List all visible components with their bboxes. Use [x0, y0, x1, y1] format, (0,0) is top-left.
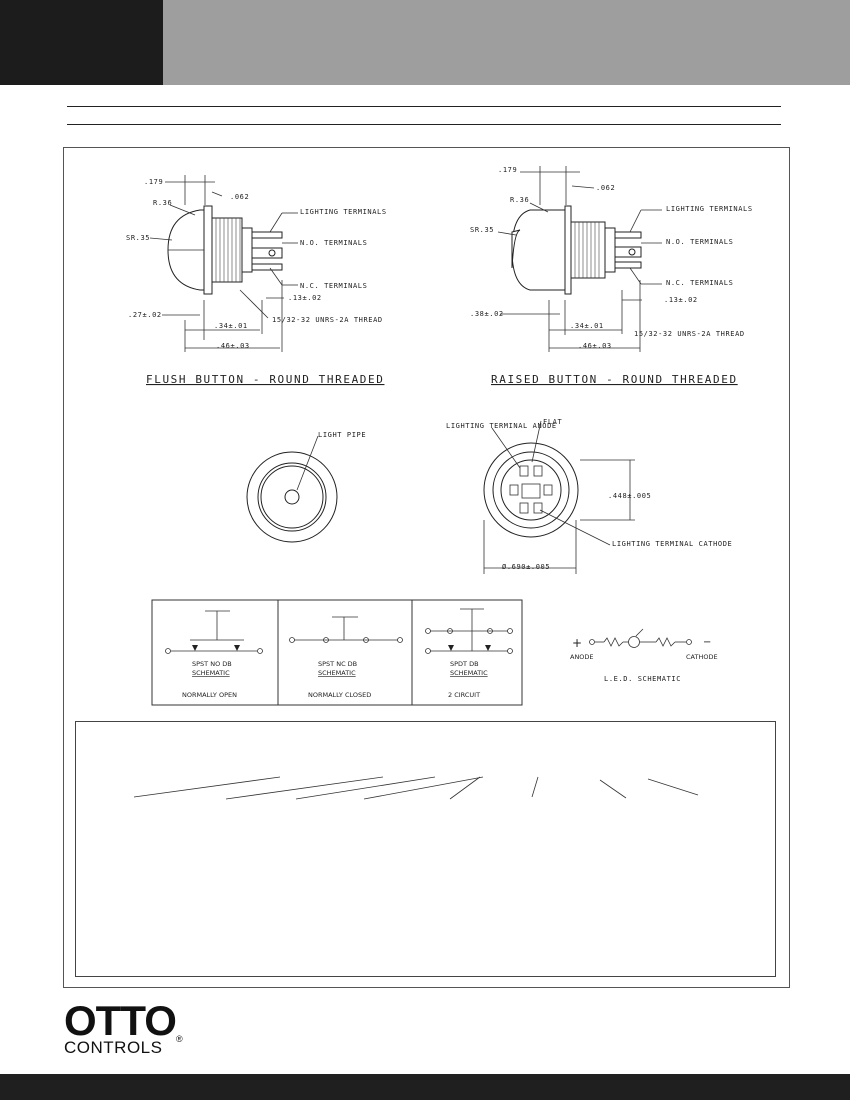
callout-flat: FLAT [543, 418, 562, 426]
raised-button-drawing: .179 R.36 .062 SR.35 .38±.02 .34±.01 .46… [470, 166, 753, 386]
header-rule-bottom [67, 124, 781, 125]
dim-5: .27±.02 [128, 311, 162, 319]
schematic-2-title: SPST NC DB [318, 660, 357, 668]
footer-bar [0, 1074, 850, 1100]
logo-brand: OTTO [64, 997, 177, 1044]
front-view-drawing: LIGHT PIPE [246, 431, 366, 543]
dim-3: .062 [230, 193, 249, 201]
header-grey-band [163, 0, 850, 85]
schematic-1-subtitle: SCHEMATIC [192, 669, 230, 677]
callout-anode: LIGHTING TERMINAL ANODE [446, 422, 557, 430]
dim-1: .179 [498, 166, 517, 174]
flush-button-drawing: .179 R.36 .062 SR.35 .27±.02 .34±.01 .46… [126, 175, 387, 386]
dim-5: .38±.02 [470, 310, 504, 318]
raised-button-caption: RAISED BUTTON - ROUND THREADED [491, 373, 738, 386]
dim-6: .34±.01 [214, 322, 248, 330]
callout-lighting-terminals: LIGHTING TERMINALS [666, 205, 753, 213]
drawing-frame [63, 147, 790, 988]
led-anode-label: ANODE [570, 653, 594, 661]
led-schematic: + − ANODE CATHODE L.E.D. SCHEMATIC [570, 628, 718, 683]
callout-lighting-terminals: LIGHTING TERMINALS [300, 208, 387, 216]
schematic-3-subtitle: SCHEMATIC [450, 669, 488, 677]
callout-nc-terminals: N.C. TERMINALS [666, 279, 733, 287]
callout-no-terminals: N.O. TERMINALS [666, 238, 733, 246]
schematic-1-title: SPST NO DB [192, 660, 232, 668]
dim-2: R.36 [153, 199, 172, 207]
dim-7: .46±.03 [216, 342, 250, 350]
callout-light-pipe: LIGHT PIPE [318, 431, 366, 439]
led-minus: − [703, 637, 711, 648]
header-black-block [0, 0, 163, 85]
dim-1: .179 [144, 178, 163, 186]
logo-sub: CONTROLS [64, 1038, 163, 1057]
header-rule-top [67, 106, 781, 107]
schematic-3-title: SPDT DB [450, 660, 479, 668]
dim-diameter: Ø.690±.005 [502, 563, 550, 571]
rear-view-drawing: LIGHTING TERMINAL ANODE FLAT .448±.005 L… [446, 418, 732, 574]
callout-cathode: LIGHTING TERMINAL CATHODE [612, 540, 732, 548]
dim-4: SR.35 [470, 226, 494, 234]
dim-height: .448±.005 [608, 492, 651, 500]
flush-button-caption: FLUSH BUTTON - ROUND THREADED [146, 373, 384, 386]
dim-3: .062 [596, 184, 615, 192]
schematic-2-subtitle: SCHEMATIC [318, 669, 356, 677]
schematics-panel: SPST NO DB SCHEMATIC NORMALLY OPEN SPST … [151, 599, 523, 706]
dim-4: SR.35 [126, 234, 150, 242]
otto-controls-logo: OTTO CONTROLS ® [64, 997, 183, 1057]
led-plus: + [572, 636, 582, 650]
table-header-strokes [133, 776, 699, 800]
led-cathode-label: CATHODE [686, 653, 718, 661]
led-caption: L.E.D. SCHEMATIC [604, 675, 681, 683]
callout-nc-terminals: N.C. TERMINALS [300, 282, 367, 290]
schematic-3-caption: 2 CIRCUIT [448, 691, 480, 699]
schematic-1-caption: NORMALLY OPEN [182, 691, 237, 699]
dim-2: R.36 [510, 196, 529, 204]
info-table-box [75, 721, 776, 977]
logo-registered-mark: ® [176, 1034, 183, 1044]
dim-7: .46±.03 [578, 342, 612, 350]
dim-8: .13±.02 [664, 296, 698, 304]
dim-8: .13±.02 [288, 294, 322, 302]
callout-thread: 15/32-32 UNRS-2A THREAD [272, 316, 383, 324]
schematic-2-caption: NORMALLY CLOSED [308, 691, 371, 699]
callout-no-terminals: N.O. TERMINALS [300, 239, 367, 247]
callout-thread: 15/32-32 UNRS-2A THREAD [634, 330, 745, 338]
dim-6: .34±.01 [570, 322, 604, 330]
